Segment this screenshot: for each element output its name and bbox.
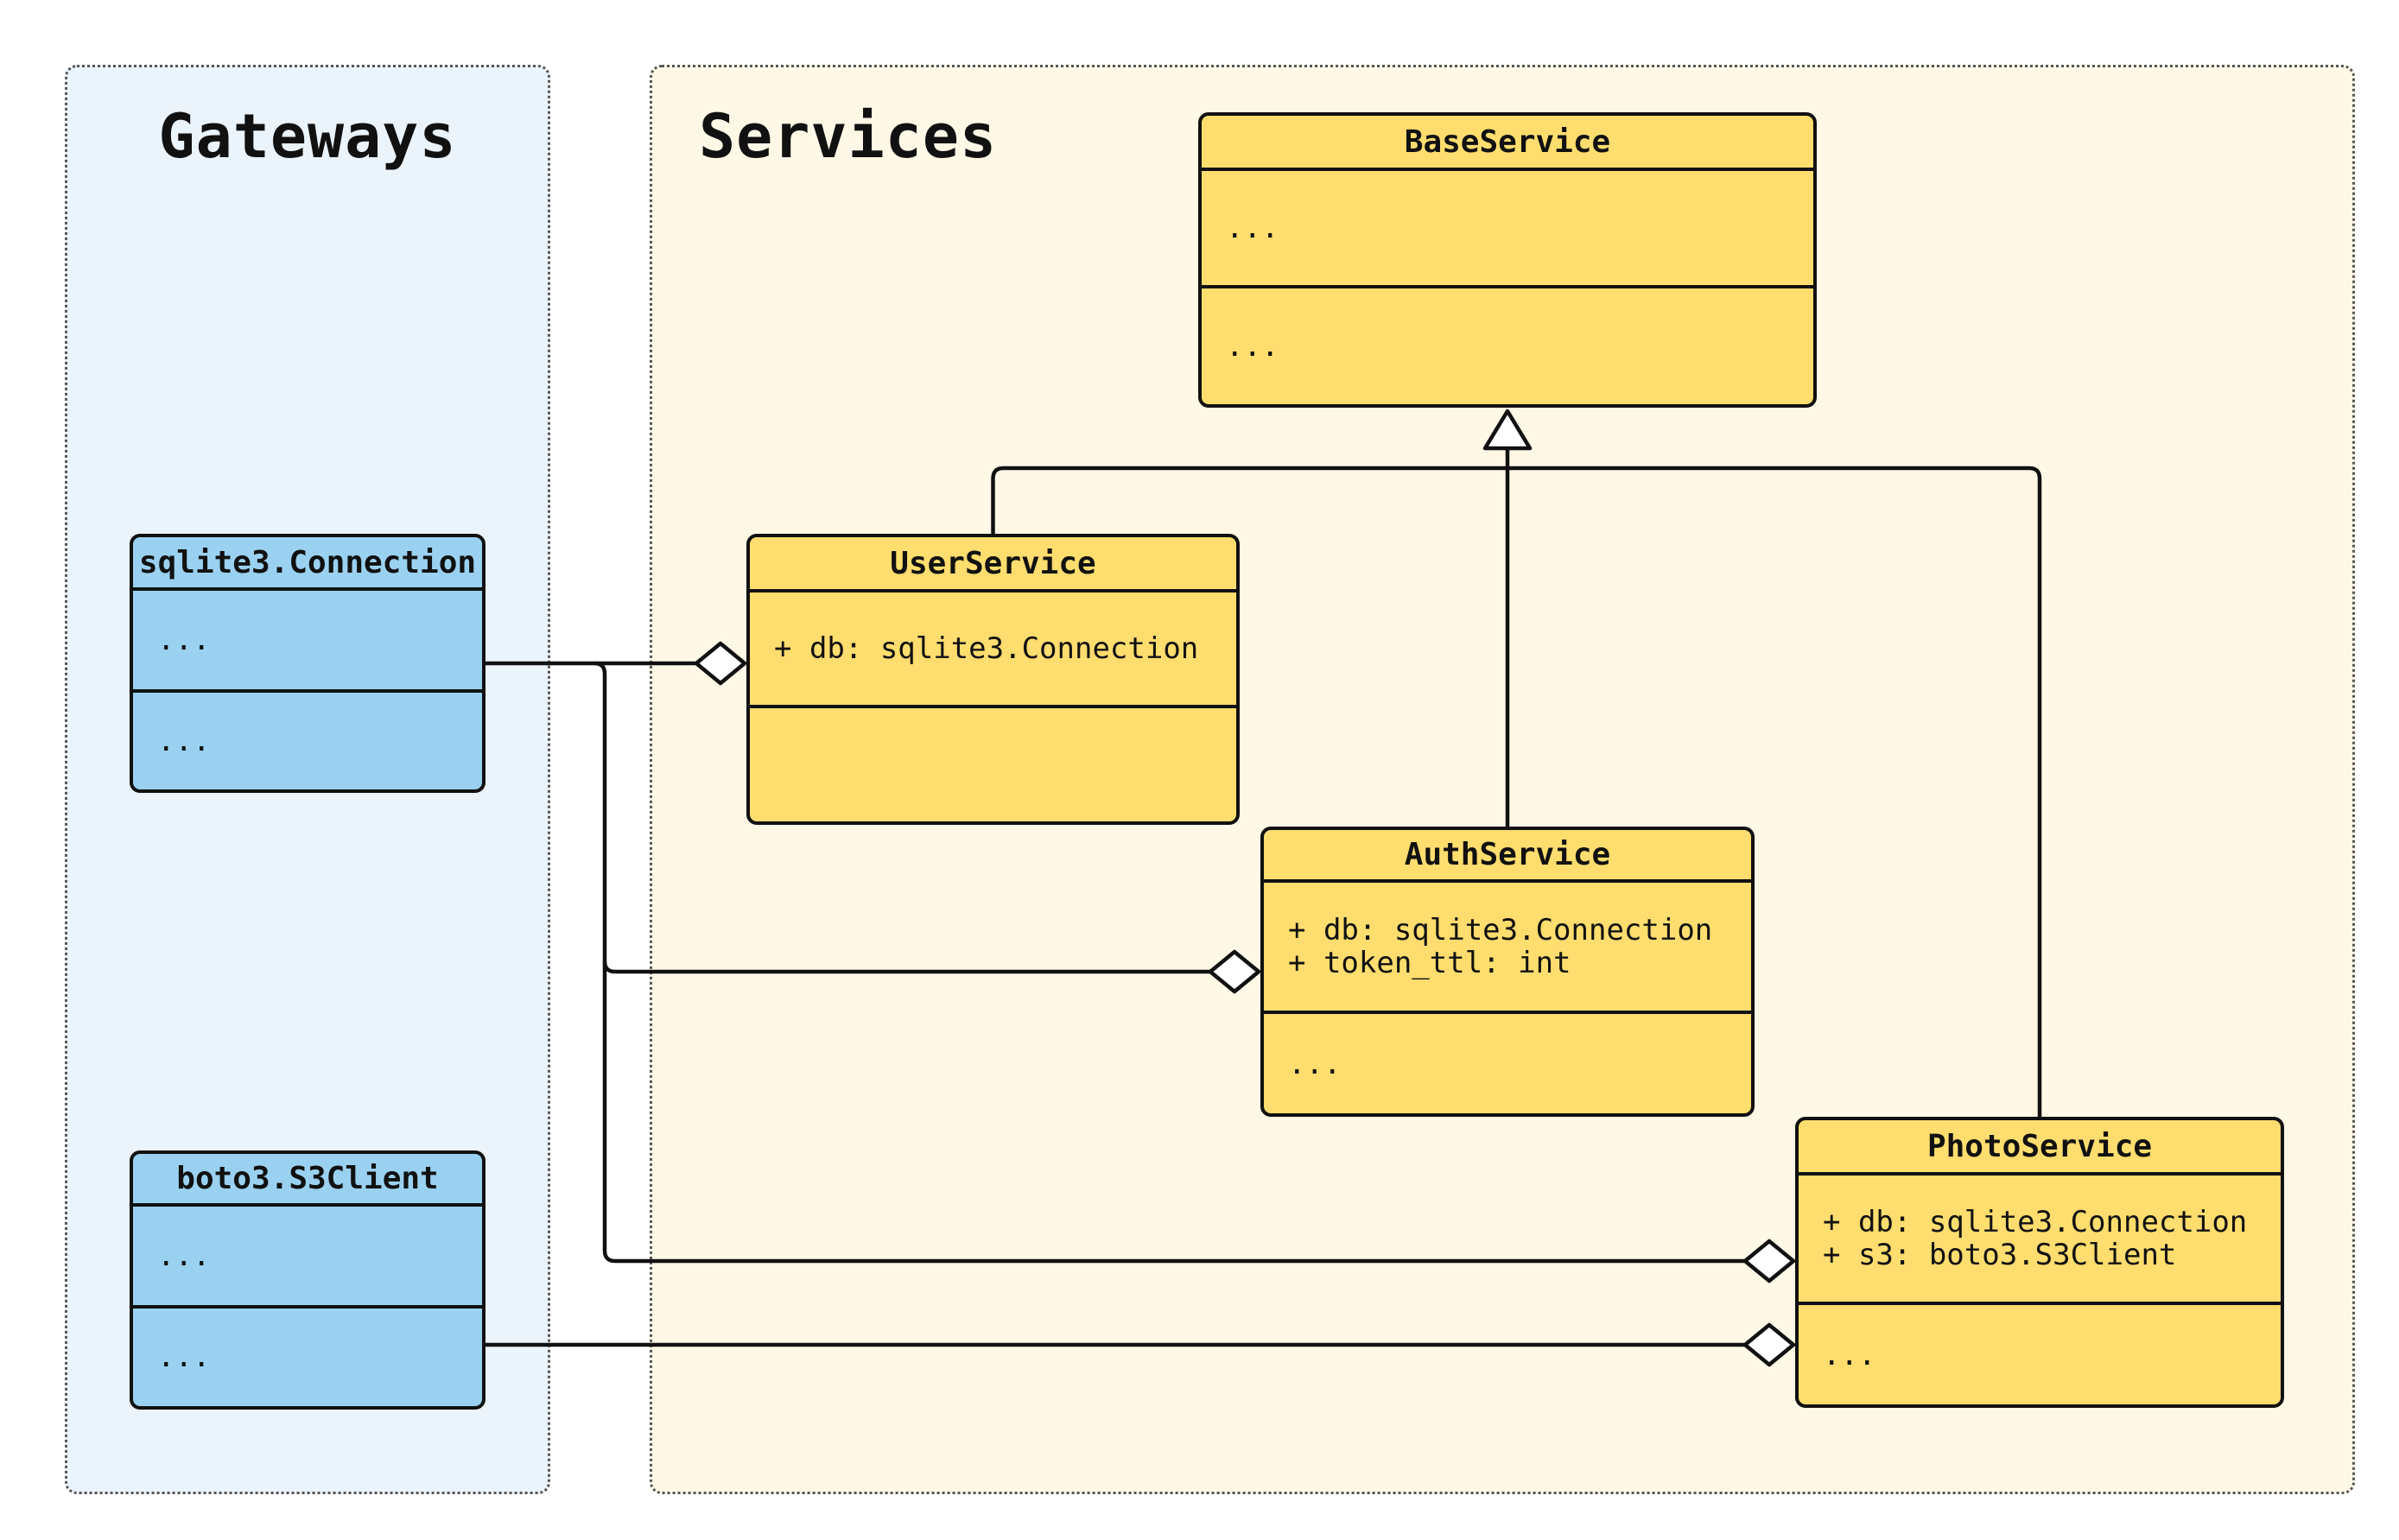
class-baseservice: BaseService ... ... bbox=[1198, 112, 1817, 408]
attribute-text: + db: sqlite3.Connection bbox=[1823, 1205, 2248, 1240]
attribute-text: ... bbox=[1226, 211, 1279, 246]
method-text: ... bbox=[157, 1340, 211, 1375]
group-services-title: Services bbox=[699, 101, 998, 172]
class-sqlite3-connection: sqlite3.Connection ... ... bbox=[130, 534, 486, 793]
class-boto3-s3client-methods: ... bbox=[133, 1309, 482, 1406]
class-photoservice-methods: ... bbox=[1799, 1305, 2281, 1404]
method-text: ... bbox=[1288, 1046, 1342, 1081]
class-sqlite3-connection-methods: ... bbox=[133, 693, 482, 789]
group-gateways-title: Gateways bbox=[158, 101, 457, 172]
class-sqlite3-connection-title: sqlite3.Connection bbox=[133, 537, 482, 591]
class-authservice-methods: ... bbox=[1264, 1014, 1751, 1113]
method-text: ... bbox=[1823, 1337, 1876, 1372]
class-photoservice-attributes: + db: sqlite3.Connection + s3: boto3.S3C… bbox=[1799, 1176, 2281, 1306]
class-authservice-title: AuthService bbox=[1264, 830, 1751, 883]
class-userservice-attributes: + db: sqlite3.Connection bbox=[750, 593, 1236, 709]
class-authservice-attributes: + db: sqlite3.Connection + token_ttl: in… bbox=[1264, 883, 1751, 1015]
class-photoservice: PhotoService + db: sqlite3.Connection + … bbox=[1795, 1117, 2284, 1408]
class-boto3-s3client-attributes: ... bbox=[133, 1207, 482, 1309]
attribute-text: + db: sqlite3.Connection bbox=[774, 631, 1199, 666]
attribute-text: + token_ttl: int bbox=[1288, 946, 1571, 981]
class-baseservice-attributes: ... bbox=[1202, 171, 1813, 289]
attribute-text: ... bbox=[157, 1238, 211, 1273]
attribute-text: + db: sqlite3.Connection bbox=[1288, 913, 1713, 948]
class-photoservice-title: PhotoService bbox=[1799, 1120, 2281, 1176]
attribute-text: ... bbox=[157, 622, 211, 657]
class-sqlite3-connection-attributes: ... bbox=[133, 591, 482, 693]
class-authservice: AuthService + db: sqlite3.Connection + t… bbox=[1260, 827, 1755, 1117]
class-userservice-methods bbox=[750, 708, 1236, 821]
class-boto3-s3client: boto3.S3Client ... ... bbox=[130, 1150, 486, 1410]
method-text: ... bbox=[157, 723, 211, 758]
class-userservice: UserService + db: sqlite3.Connection bbox=[746, 534, 1240, 825]
class-userservice-title: UserService bbox=[750, 537, 1236, 593]
method-text: ... bbox=[1226, 329, 1279, 364]
class-baseservice-methods: ... bbox=[1202, 288, 1813, 404]
class-boto3-s3client-title: boto3.S3Client bbox=[133, 1154, 482, 1207]
attribute-text: + s3: boto3.S3Client bbox=[1823, 1238, 2177, 1273]
class-baseservice-title: BaseService bbox=[1202, 116, 1813, 171]
